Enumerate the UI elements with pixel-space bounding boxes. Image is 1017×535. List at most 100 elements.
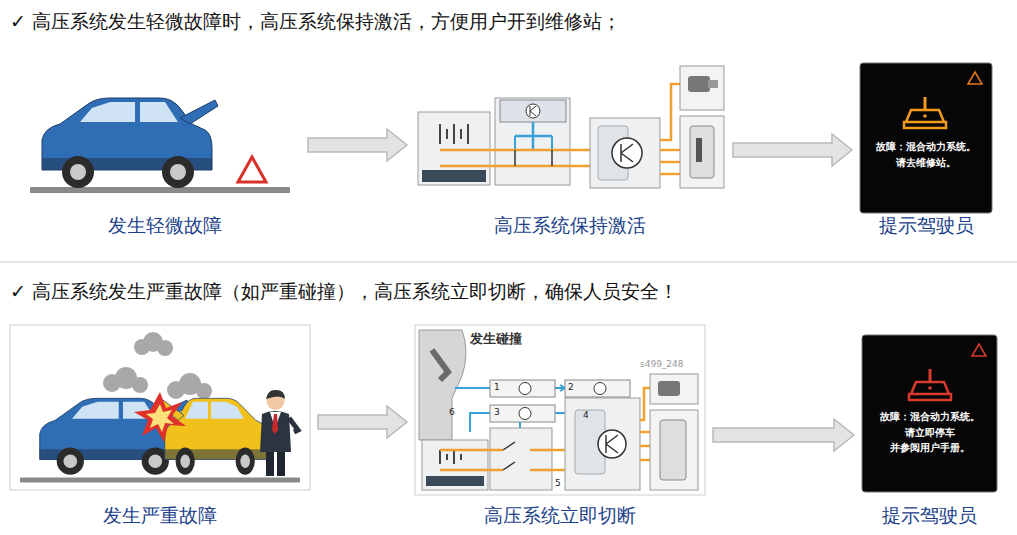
hv-cutoff-schematic (598, 430, 626, 458)
hv-system-schematic (690, 126, 714, 178)
hv-system-schematic (708, 80, 718, 88)
dashboard-screen (904, 110, 946, 128)
crash-illustration (277, 450, 285, 476)
hv-system-schematic (621, 144, 633, 162)
hv-system-schematic (446, 129, 448, 139)
crash-illustration (161, 398, 267, 475)
crash-illustration (266, 390, 285, 399)
hv-system-schematic (590, 118, 660, 188)
callout-number: 6 (449, 407, 455, 417)
hv-cutoff-schematic (560, 385, 565, 391)
hv-system-schematic (680, 116, 724, 188)
dashboard-screen (860, 63, 992, 213)
hv-cutoff-schematic (440, 450, 461, 464)
hv-cutoff-schematic (419, 330, 466, 440)
dashboard-screen (909, 382, 951, 400)
hv-system-schematic (660, 84, 680, 174)
hv-cutoff-schematic (440, 450, 503, 470)
hv-cutoff-schematic (660, 420, 686, 480)
hv-system-schematic (495, 98, 570, 185)
flow-arrow (308, 129, 407, 161)
dashboard-screen (972, 344, 986, 356)
hv-system-schematic (460, 129, 462, 139)
dashboard-screen (862, 335, 997, 492)
hv-cutoff-schematic (432, 350, 448, 380)
hv-system-schematic (440, 150, 596, 166)
hv-cutoff-schematic (519, 408, 531, 420)
crash-illustration (10, 325, 310, 490)
hv-cutoff-schematic (650, 374, 698, 404)
crash-illustration (20, 478, 300, 483)
hv-system-schematic (418, 66, 724, 188)
crash-illustration (146, 404, 174, 432)
hv-system-schematic (515, 136, 552, 150)
dashboard-screen: 故障：混合动力系统。 请立即停车 并参阅用户手册。提示驾驶员 (862, 335, 997, 492)
panel-caption: 高压系统立即切断 (484, 504, 636, 527)
car-illustration (238, 157, 266, 182)
callout-number: 3 (494, 407, 500, 417)
crash-illustration (196, 383, 212, 399)
crash-illustration (260, 411, 291, 452)
crash-illustration (132, 377, 148, 393)
dashboard-screen (968, 72, 982, 84)
diagram-label: 发生碰撞 (470, 332, 522, 347)
hv-cutoff-schematic (422, 440, 488, 490)
hv-system-schematic (688, 76, 710, 92)
hv-cutoff-schematic (594, 383, 606, 395)
hv-cutoff-schematic (606, 435, 618, 453)
hv-cutoff-schematic (565, 380, 630, 397)
screen-message: 故障：混合动力系统。 请去维修站。 (866, 139, 986, 170)
hv-cutoff-schematic (565, 398, 640, 490)
hv-cutoff-schematic (640, 388, 650, 460)
schematic-panel: 高压系统立即切断 (415, 325, 705, 495)
panel-caption: 提示驾驶员 (882, 504, 977, 527)
hv-system-schematic (453, 124, 455, 144)
dashboard-screen: 故障：混合动力系统。 请去维修站。提示驾驶员 (860, 63, 992, 213)
figure-code: s499_248 (640, 359, 684, 369)
car-picture-panel: 发生轻微故障 (30, 60, 300, 200)
hv-cutoff-schematic (650, 410, 698, 490)
screen-message: 故障：混合动力系统。 请立即停车 并参阅用户手册。 (868, 409, 991, 456)
hv-system-schematic (530, 106, 536, 116)
section-heading: ✓ 高压系统发生严重故障（如严重碰撞），高压系统立即切断，确保人员安全！ (10, 281, 678, 303)
hv-system-schematic (515, 122, 552, 150)
hv-cutoff-schematic (426, 476, 484, 486)
callout-number: 5 (555, 478, 561, 488)
panel-caption: 高压系统保持激活 (494, 214, 646, 237)
hv-cutoff-schematic (415, 325, 705, 495)
hv-system-schematic (515, 150, 552, 166)
dashboard-screen (929, 369, 932, 383)
hv-system-schematic (439, 124, 441, 144)
car-illustration (42, 98, 218, 188)
crash-illustration (103, 332, 212, 399)
crash-illustration (157, 340, 173, 356)
hv-system-schematic (612, 138, 642, 168)
dashboard-screen (928, 386, 932, 390)
hv-cutoff-schematic (415, 325, 705, 495)
crash-picture-panel: 发生严重故障 (10, 325, 310, 490)
crash-illustration (266, 450, 274, 476)
crash-illustration (272, 414, 278, 434)
hv-system-schematic (467, 124, 469, 144)
hv-system-schematic (526, 104, 540, 118)
section-heading: ✓ 高压系统发生轻微故障时，高压系统保持激活，方便用户开到维修站； (10, 11, 621, 33)
hv-cutoff-schematic (490, 405, 555, 422)
separator-line (0, 261, 1017, 263)
hv-system-schematic (696, 138, 702, 162)
flow-arrow (318, 406, 407, 438)
dashboard-screen (862, 335, 997, 492)
dashboard-screen (923, 114, 927, 118)
car-illustration (30, 98, 290, 190)
hv-cutoff-schematic (490, 380, 555, 397)
schematic-panel: 高压系统保持激活 (415, 62, 725, 188)
hv-system-schematic (500, 100, 566, 122)
dashboard-screen (860, 63, 992, 213)
callout-number: 1 (494, 382, 500, 392)
crash-illustration (10, 325, 310, 490)
panel-caption: 发生严重故障 (103, 504, 217, 527)
hv-cutoff-schematic (490, 428, 552, 490)
flow-arrow (733, 134, 852, 166)
